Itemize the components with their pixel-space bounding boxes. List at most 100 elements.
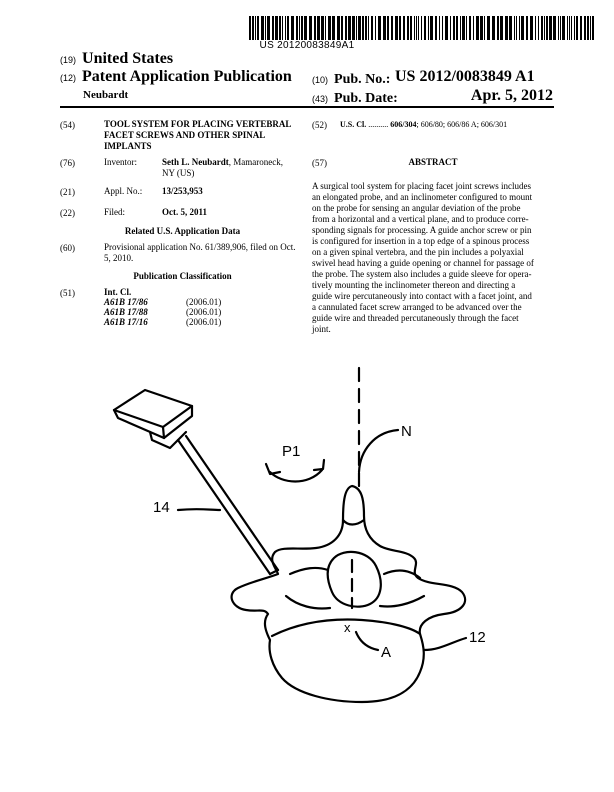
filed-date: Oct. 5, 2011	[162, 207, 207, 217]
pub-date: Apr. 5, 2012	[470, 87, 553, 104]
country-code: (19)	[60, 55, 77, 65]
us-cl-code: (52)	[312, 120, 327, 130]
pub-date-line: (43) Pub. Date:	[312, 89, 398, 107]
header-rule	[60, 106, 554, 108]
abstract-line: sponding signals for processing. A guide…	[312, 225, 532, 235]
spinous-process-line	[341, 518, 366, 526]
label-12: 12	[469, 629, 486, 646]
related-data-heading: Related U.S. Application Data	[124, 226, 241, 236]
int-cl-class: A61B 17/16	[104, 317, 148, 327]
int-cl-code: (51)	[60, 288, 75, 298]
abstract-line: on the probe for sensing an angular devi…	[312, 203, 521, 213]
pub-number: US 2012/0083849 A1	[395, 68, 535, 85]
abstract-line: swivel head having a guide opening or ch…	[312, 258, 534, 268]
arrowhead-right	[312, 458, 326, 472]
label-x: x	[344, 620, 351, 635]
provisional-line-1: Provisional application No. 61/389,906, …	[104, 242, 296, 252]
abstract-line: an elongated probe, and an inclinometer …	[312, 192, 533, 202]
patent-figure: N P1 14 12 x A	[112, 366, 486, 704]
pub-no-label: Pub. No.:	[334, 72, 391, 87]
abstract-line: is configured for insertion in a top edg…	[312, 236, 530, 246]
pub-date-code: (43)	[312, 94, 329, 104]
invention-title: TOOL SYSTEM FOR PLACING VERTEBRAL FACET …	[104, 119, 304, 152]
abstract-line: the probe. The system also includes a gu…	[312, 269, 532, 279]
abstract-heading: ABSTRACT	[408, 157, 458, 167]
author: Neubardt	[83, 89, 129, 101]
pub-no-code: (10)	[312, 75, 329, 85]
leader-a	[354, 630, 380, 652]
int-cl-row: A61B 17/86 (2006.01)	[104, 297, 304, 307]
inclinometer-mount	[148, 430, 188, 450]
int-cl-row: A61B 17/88 (2006.01)	[104, 307, 304, 317]
pub-date-label: Pub. Date:	[334, 91, 398, 106]
int-cl-date: (2006.01)	[186, 317, 222, 327]
int-cl-date: (2006.01)	[186, 297, 222, 307]
abstract-line: guide wire percutaneously into contact w…	[312, 291, 532, 301]
vertebral-body-edge	[270, 618, 422, 638]
title-code: (54)	[60, 120, 75, 130]
abstract-line: guide wire and threaded percutaneously t…	[312, 313, 519, 323]
right-lamina-line	[382, 569, 422, 580]
vertebra-outline	[230, 484, 467, 704]
title-line-1: TOOL SYSTEM FOR PLACING VERTEBRAL	[104, 119, 292, 129]
left-pedicle-line	[284, 594, 332, 610]
us-cl-dots: ..........	[366, 120, 389, 129]
abstract-line: A surgical tool system for placing facet…	[312, 181, 532, 191]
inventor-location-2: NY (US)	[162, 168, 195, 178]
leader-14	[176, 508, 222, 512]
int-cl-row: A61B 17/16 (2006.01)	[104, 317, 304, 327]
int-cl-class: A61B 17/88	[104, 307, 148, 317]
filed-code: (22)	[60, 208, 75, 218]
probe-shaft-edge-1	[176, 438, 272, 576]
abstract-line: from a horizontal and a vertical plane, …	[312, 214, 529, 224]
label-a: A	[381, 644, 391, 661]
barcode	[249, 16, 594, 40]
abstract-line: on a given spinal vertebra, and the pin …	[312, 247, 524, 257]
doc-type-code: (12)	[60, 73, 77, 83]
abstract-line: tively mounting the inclinometer thereon…	[312, 280, 516, 290]
provisional-application: Provisional application No. 61/389,906, …	[104, 242, 309, 264]
us-cl-main: 606/304	[390, 120, 417, 129]
appl-code: (21)	[60, 187, 75, 197]
us-classification: U.S. Cl. .......... 606/304; 606/80; 606…	[340, 119, 507, 130]
inventor-location-1: , Mamaroneck,	[228, 157, 283, 167]
int-cl-date: (2006.01)	[186, 307, 222, 317]
abstract-line: joint.	[312, 324, 331, 334]
inclinometer-front	[162, 404, 194, 440]
us-cl-label: U.S. Cl.	[340, 120, 367, 129]
abstract-line: a cannulated facet screw arranged to be …	[312, 302, 522, 312]
label-n: N	[401, 423, 412, 440]
rotation-arc-p1	[268, 468, 324, 483]
int-cl-label: Int. Cl.	[104, 287, 132, 297]
right-pedicle-line	[378, 594, 426, 608]
arrowhead-left	[264, 462, 282, 476]
probe-shaft-edge-2	[184, 434, 280, 572]
country: United States	[82, 50, 174, 67]
left-lamina-line	[288, 566, 330, 576]
provisional-line-2: 5, 2010.	[104, 253, 134, 263]
inventor: Seth L. Neubardt, Mamaroneck, NY (US)	[162, 157, 302, 179]
int-cl-class: A61B 17/86	[104, 297, 148, 307]
spinal-canal	[326, 550, 382, 608]
abstract-code: (57)	[312, 158, 327, 168]
title-line-2: FACET SCREWS AND OTHER SPINAL	[104, 130, 266, 140]
label-p1: P1	[282, 443, 300, 460]
filed-label: Filed:	[104, 207, 126, 217]
appl-label: Appl. No.:	[104, 186, 143, 196]
label-14: 14	[153, 499, 170, 516]
us-cl-rest: ; 606/80; 606/86 A; 606/301	[416, 120, 508, 129]
inventor-name: Seth L. Neubardt	[162, 157, 229, 167]
country-line: (19) United States	[60, 50, 173, 68]
inventor-label: Inventor:	[104, 157, 137, 167]
doc-type: Patent Application Publication	[82, 68, 292, 85]
appl-number: 13/253,953	[162, 186, 203, 196]
pub-number-line: (10) Pub. No.:	[312, 70, 390, 88]
doc-type-line: (12) Patent Application Publication	[60, 68, 292, 86]
leader-n	[357, 428, 400, 474]
inclinometer-side	[112, 408, 166, 440]
title-line-3: IMPLANTS	[104, 141, 152, 151]
leader-12	[422, 636, 468, 652]
provisional-code: (60)	[60, 243, 75, 253]
int-cl-list: A61B 17/86 (2006.01) A61B 17/88 (2006.01…	[104, 297, 304, 327]
publication-classification-heading: Publication Classification	[133, 271, 232, 281]
